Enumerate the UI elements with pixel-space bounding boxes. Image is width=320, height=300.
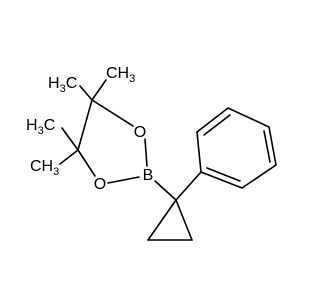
bond-b-o2 [107,176,140,184]
bond-cq-cp1 [147,199,177,241]
bond-b-cq [154,180,177,201]
bond-c4-methyl-1 [79,85,93,101]
bond-c5-methyl-3 [61,127,79,151]
phenyl-double-bond-2 [263,130,271,163]
methyl-label-middle-left: H3C [26,117,55,137]
bond-c4-o1 [91,99,134,127]
bond-cq-phenyl [175,171,202,201]
structure-canvas: O O B H3C CH3 H3C CH3 [26,65,277,241]
methyl-label-upper-right: CH3 [106,65,135,85]
phenyl-double-bond-3 [206,167,241,182]
atom-oxygen-lower: O [94,176,106,193]
bond-c4-c5 [77,99,93,151]
methyl-label-lower-left: CH3 [30,158,59,178]
bond-o1-b [144,138,148,167]
bond-cp2-cq [175,199,193,241]
bond-c4-methyl-2 [91,79,107,101]
phenyl-double-bond-1 [203,114,231,136]
phenyl-ring [196,107,277,189]
bond-o2-c5 [77,149,96,177]
bond-c5-methyl-4 [59,149,79,165]
methyl-label-upper-left: H3C [48,75,77,95]
atom-boron: B [143,167,154,184]
molecule-diagram: O O B H3C CH3 H3C CH3 [26,65,277,241]
atom-oxygen-upper: O [134,124,146,141]
